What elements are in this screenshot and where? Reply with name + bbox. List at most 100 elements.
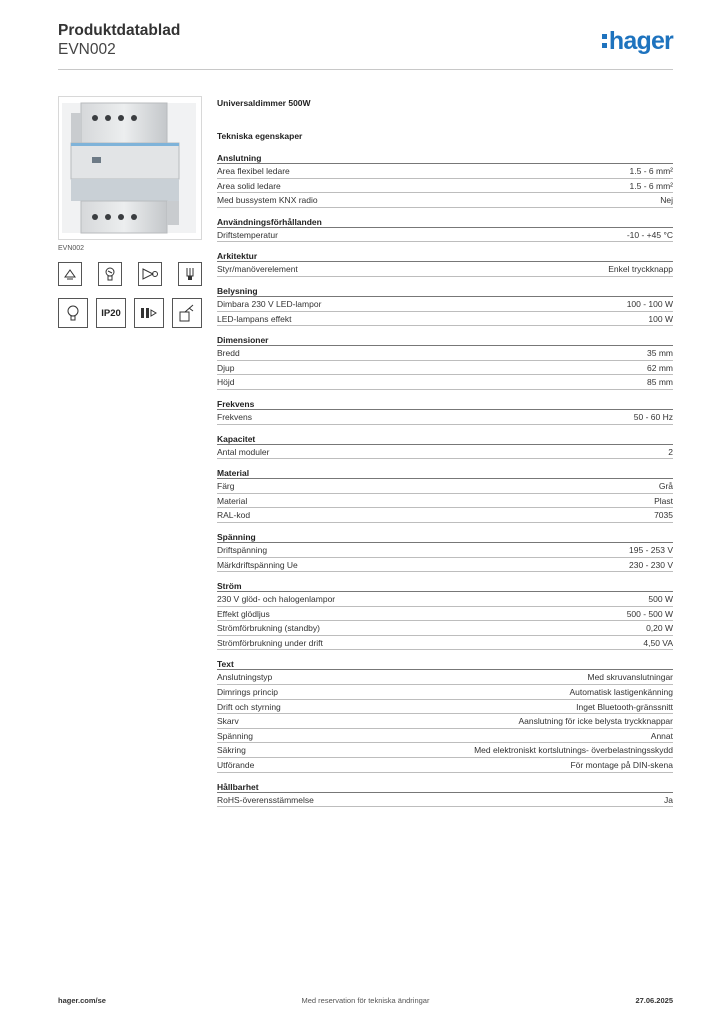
ip20-icon: IP20	[96, 298, 126, 328]
section-title: Material	[217, 467, 673, 480]
product-name: Universaldimmer 500W	[217, 98, 311, 108]
section-title: Arkitektur	[217, 250, 673, 263]
din-rail-icon	[134, 298, 164, 328]
footer-website-link[interactable]: hager.com/se	[58, 996, 106, 1005]
spec-label: RAL-kod	[217, 510, 251, 521]
spec-label: Färg	[217, 481, 235, 492]
spec-label: Material	[217, 495, 248, 506]
spec-label: Märkdriftspänning Ue	[217, 559, 298, 570]
spec-value: 7035	[654, 510, 673, 521]
spec-value: 62 mm	[647, 362, 673, 373]
product-image	[58, 96, 202, 240]
spec-value: 500 - 500 W	[626, 608, 673, 619]
hager-logo[interactable]: hager	[601, 27, 674, 55]
feature-icons: IP20	[58, 262, 202, 340]
section-title: Frekvens	[217, 398, 673, 410]
image-caption: EVN002	[58, 245, 85, 252]
spec-label: Driftstemperatur	[217, 229, 278, 240]
spec-row: Anslutningstyp Med skruvanslutningar	[217, 670, 673, 686]
tech-heading: Tekniska egenskaper	[217, 131, 303, 141]
spec-label: Effekt glödljus	[217, 608, 270, 619]
spec-label: RoHS-överensstämmelse	[217, 794, 314, 805]
spec-label: Dimrings princip	[217, 687, 278, 698]
spec-label: 230 V glöd- och halogenlampor	[217, 594, 336, 605]
spec-value: 1.5 - 6 mm²	[629, 166, 673, 176]
spec-value: 50 - 60 Hz	[633, 411, 673, 422]
spec-value: 1.5 - 6 mm²	[629, 180, 673, 191]
spec-value: 195 - 253 V	[629, 544, 673, 555]
spec-row: Material Plast	[217, 494, 673, 509]
section-title: Spänning	[217, 531, 673, 543]
spec-value: Aanslutning för icke belysta tryckknappa…	[518, 716, 674, 727]
spec-row: Effekt glödljus 500 - 500 W	[217, 607, 673, 622]
page-header: Produktdatablad EVN002 hager	[58, 22, 674, 70]
spec-row: Skarv Aanslutning för icke belysta tryckk…	[217, 714, 673, 729]
spec-row: Djup 62 mm	[217, 361, 673, 376]
incandescent-bulb-icon	[58, 298, 88, 328]
section-title: Kapacitet	[217, 433, 673, 445]
spec-label: Antal moduler	[217, 446, 270, 457]
spec-row: Bredd 35 mm	[217, 346, 673, 361]
spec-label: Säkring	[217, 745, 246, 756]
icon-row	[58, 262, 202, 286]
led-lamp-icon	[178, 262, 202, 286]
spec-value: Plast	[654, 495, 673, 506]
footer-date: 27.06.2025	[635, 996, 673, 1005]
ip20-label: IP20	[101, 307, 121, 319]
section-title: Anslutning	[217, 152, 673, 164]
section-title: Text	[217, 658, 673, 671]
spec-label: Skarv	[217, 716, 239, 727]
logo-dots-icon	[601, 29, 608, 49]
spec-label: Frekvens	[217, 411, 252, 422]
spec-label: Styr/manöverelement	[217, 264, 298, 275]
spec-row: Frekvens 50 - 60 Hz	[217, 410, 673, 425]
spec-label: Bredd	[217, 348, 240, 359]
spec-label: Strömförbrukning (standby)	[217, 623, 320, 634]
spec-value: Inget Bluetooth-gränssnitt	[576, 701, 673, 712]
spec-value: -10 - +45 °C	[626, 229, 673, 240]
section-title: Belysning	[217, 285, 673, 297]
transformer-icon	[138, 262, 162, 286]
spec-row: RAL-kod 7035	[217, 508, 673, 523]
spec-label: Utförande	[217, 760, 255, 771]
spec-row: Säkring Med elektroniskt kortslutnings- ö…	[217, 743, 673, 759]
spec-value: 4,50 VA	[643, 637, 673, 648]
specification-content: Universaldimmer 500W Tekniska egenskaper…	[217, 97, 673, 815]
spec-row: Driftstemperatur -10 - +45 °C	[217, 228, 673, 243]
spec-value: 100 - 100 W	[626, 298, 673, 309]
spec-value: 85 mm	[647, 377, 673, 388]
footer-disclaimer: Med reservation för tekniska ändringar	[301, 996, 430, 1005]
icon-row: IP20	[58, 298, 202, 328]
spec-value: Med elektroniskt kortslutnings- överbela…	[474, 745, 673, 756]
spec-label: Djup	[217, 362, 235, 373]
spec-label: Anslutningstyp	[217, 672, 273, 683]
spec-value: Med skruvanslutningar	[587, 672, 673, 683]
logo-text: hager	[608, 27, 674, 55]
spec-label: LED-lampans effekt	[217, 313, 292, 324]
din-dimmer-illustration	[62, 102, 196, 234]
spec-value: För montage på DIN-skena	[570, 760, 673, 771]
spec-value: 35 mm	[647, 348, 673, 359]
section-title: Användningsförhållanden	[217, 216, 673, 228]
